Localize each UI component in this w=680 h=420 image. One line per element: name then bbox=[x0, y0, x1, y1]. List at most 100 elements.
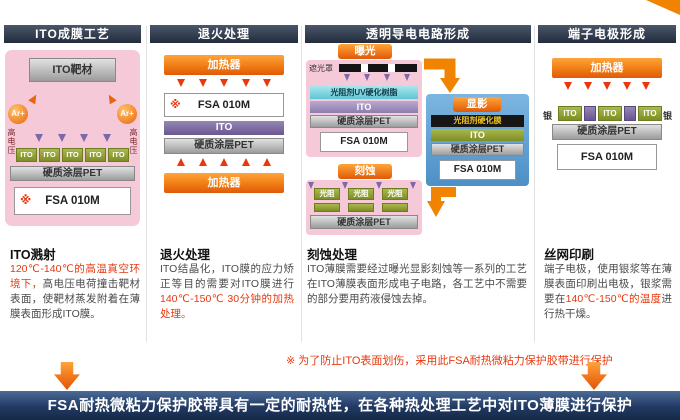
cured-resist-layer: 光阻剂硬化膜 bbox=[431, 115, 524, 127]
step-description: 120℃-140℃的高温真空环境下，高电压电荷撞击靶材表面，使靶材蒸发附着在薄膜… bbox=[10, 262, 140, 322]
pet-layer: 硬质涂层PET bbox=[310, 115, 418, 128]
step-title: 退火处理 bbox=[160, 248, 211, 262]
fsa-film-box: ※ FSA 010M bbox=[164, 93, 284, 117]
column-divider bbox=[146, 26, 147, 342]
fsa-film-label: FSA 010M bbox=[45, 195, 100, 207]
description-highlight: 140℃-150℃的温度 bbox=[565, 292, 662, 305]
fsa-film-label: FSA 010M bbox=[453, 164, 502, 175]
resist-chip: 光阻 bbox=[314, 188, 340, 200]
column-header: 端子电极形成 bbox=[538, 25, 676, 43]
flow-arrow-right-down-icon bbox=[422, 55, 468, 100]
pet-layer: 硬质涂层PET bbox=[10, 166, 135, 181]
down-arrow-icon bbox=[410, 182, 416, 189]
silver-label: 银 bbox=[662, 111, 672, 121]
down-arrow-icon bbox=[263, 79, 271, 87]
resist-chip: 光阻 bbox=[382, 188, 408, 200]
down-arrow-icon bbox=[344, 74, 350, 81]
resist-chip: 光阻 bbox=[348, 188, 374, 200]
up-arrow-icon bbox=[241, 158, 250, 166]
fsa-film-label: FSA 010M bbox=[580, 151, 634, 163]
column-divider bbox=[534, 26, 535, 342]
column-header: ITO成膜工艺 bbox=[4, 25, 141, 43]
fsa-film-box: FSA 010M bbox=[557, 144, 657, 170]
up-arrow-icon bbox=[177, 158, 185, 166]
pet-layer: 硬质涂层PET bbox=[310, 215, 418, 229]
pet-layer: 硬质涂层PET bbox=[164, 138, 284, 154]
electrode-chip bbox=[584, 106, 596, 121]
description-highlight: 140℃-150℃ 30分钟的加热处理。 bbox=[160, 292, 294, 320]
fsa-film-label: FSA 010M bbox=[340, 136, 388, 147]
down-arrow-icon bbox=[376, 182, 382, 189]
down-arrow-icon bbox=[308, 182, 314, 189]
step-description: ITO结晶化，ITO膜的应力矫正等目的需要对ITO膜进行140℃-150℃ 30… bbox=[160, 262, 294, 322]
column-annealing: 退火处理 加热器 ※ FSA 010M ITO 硬质涂层PET 加热器 退火处理… bbox=[150, 0, 298, 420]
sputtering-diagram: ITO靶材 Ar+ Ar+ 高电压 高电压 ITO ITO ITO ITO IT… bbox=[5, 50, 140, 226]
uv-resist-layer: 光阻剂UV硬化树脂 bbox=[310, 86, 418, 99]
description-text: ITO结晶化，ITO膜的应力矫正等目的需要对ITO膜进行 bbox=[160, 263, 294, 290]
ito-layer-chip: ITO bbox=[16, 148, 37, 162]
fsa-film-box: ※ FSA 010M bbox=[14, 187, 131, 215]
down-arrow-icon bbox=[220, 79, 228, 87]
heat-down-arrows bbox=[177, 79, 271, 87]
argon-ion-badge: Ar+ bbox=[8, 104, 28, 124]
down-arrow-icon bbox=[642, 82, 650, 90]
ito-segment bbox=[382, 203, 408, 212]
electrode-chip bbox=[624, 106, 636, 121]
ito-target-block: ITO靶材 bbox=[29, 58, 116, 82]
down-arrow-icon bbox=[35, 134, 43, 142]
note-mark: ※ bbox=[20, 195, 32, 207]
silver-label: 银 bbox=[543, 111, 553, 121]
column-header: 透明导电电路形成 bbox=[305, 25, 531, 43]
down-arrow-icon bbox=[622, 82, 631, 90]
down-arrow-icon bbox=[603, 82, 611, 90]
down-arrow-icon bbox=[364, 74, 370, 81]
description-text: 进行热干燥。 bbox=[544, 292, 672, 320]
ion-impact-icon bbox=[105, 92, 117, 105]
description-text: 端子电极，使用银浆等在薄膜表面印刷出电极，银浆需要在 bbox=[544, 263, 672, 305]
pet-layer: 硬质涂层PET bbox=[552, 124, 662, 140]
heater-top: 加热器 bbox=[164, 55, 284, 75]
description-highlight: 120℃-140℃的高温真空环境下， bbox=[10, 263, 140, 290]
ito-deposit-row: ITO ITO ITO ITO ITO bbox=[15, 148, 130, 162]
ito-layer: ITO bbox=[431, 129, 524, 141]
ito-chip: ITO bbox=[598, 106, 622, 121]
column-divider bbox=[301, 26, 302, 342]
bottom-banner: FSA耐热微粘力保护胶带具有一定的耐热性，在各种热处理工艺中对ITO薄膜进行保护 bbox=[0, 391, 680, 420]
exposure-diagram: 遮光罩 光阻剂UV硬化树脂 ITO 硬质涂层PET FSA 010M bbox=[306, 60, 422, 157]
step-description: ITO薄膜需要经过曝光显影刻蚀等一系列的工艺在ITO薄膜表面形成电子电路，各工艺… bbox=[307, 262, 527, 307]
ito-segment bbox=[314, 203, 340, 212]
down-arrow-icon bbox=[198, 79, 207, 87]
corner-accent-triangle bbox=[646, 0, 680, 15]
ito-segment bbox=[348, 203, 374, 212]
down-arrow-icon bbox=[241, 79, 250, 87]
argon-ion-badge: Ar+ bbox=[117, 104, 137, 124]
ito-layer-chip: ITO bbox=[85, 148, 106, 162]
description-text: ITO薄膜需要经过曝光显影刻蚀等一系列的工艺在ITO薄膜表面形成电子电路，各工艺… bbox=[307, 263, 527, 305]
fsa-film-label: FSA 010M bbox=[197, 99, 251, 111]
high-voltage-label: 高电压 bbox=[7, 128, 16, 155]
uv-light-arrows bbox=[344, 74, 410, 81]
ito-layer-chip: ITO bbox=[108, 148, 129, 162]
column-ito-film-formation: ITO成膜工艺 ITO靶材 Ar+ Ar+ 高电压 高电压 ITO ITO IT… bbox=[4, 0, 141, 420]
up-arrow-icon bbox=[220, 158, 228, 166]
column-electrode-formation: 端子电极形成 加热器 银 银 ITO ITO ITO 硬质涂层PET FSA 0… bbox=[538, 0, 676, 420]
description-text: 高电压电荷撞击靶材表面，使靶材蒸发附着在薄膜表面形成ITO膜。 bbox=[10, 277, 141, 320]
step-title: 刻蚀处理 bbox=[307, 248, 358, 262]
protection-note: ※ 为了防止ITO表面划伤，采用此FSA耐热微粘力保护胶带进行保护 bbox=[286, 355, 613, 367]
down-arrow-icon bbox=[404, 74, 410, 81]
down-arrow-icon bbox=[564, 82, 572, 90]
fsa-film-box: FSA 010M bbox=[439, 160, 516, 180]
step-title: 丝网印刷 bbox=[544, 248, 595, 262]
development-label: 显影 bbox=[453, 97, 501, 112]
ito-chip: ITO bbox=[558, 106, 582, 121]
step-title: ITO溅射 bbox=[10, 248, 56, 262]
down-arrow-icon bbox=[80, 134, 89, 142]
pet-layer: 硬质涂层PET bbox=[431, 143, 524, 156]
photomask-label: 遮光罩 bbox=[309, 64, 333, 73]
ito-chip: ITO bbox=[638, 106, 662, 121]
ito-layer-chip: ITO bbox=[39, 148, 60, 162]
down-arrow-icon bbox=[583, 82, 592, 90]
etching-diagram: 光阻 光阻 光阻 硬质涂层PET bbox=[306, 180, 422, 235]
down-arrow-icon bbox=[342, 182, 348, 189]
